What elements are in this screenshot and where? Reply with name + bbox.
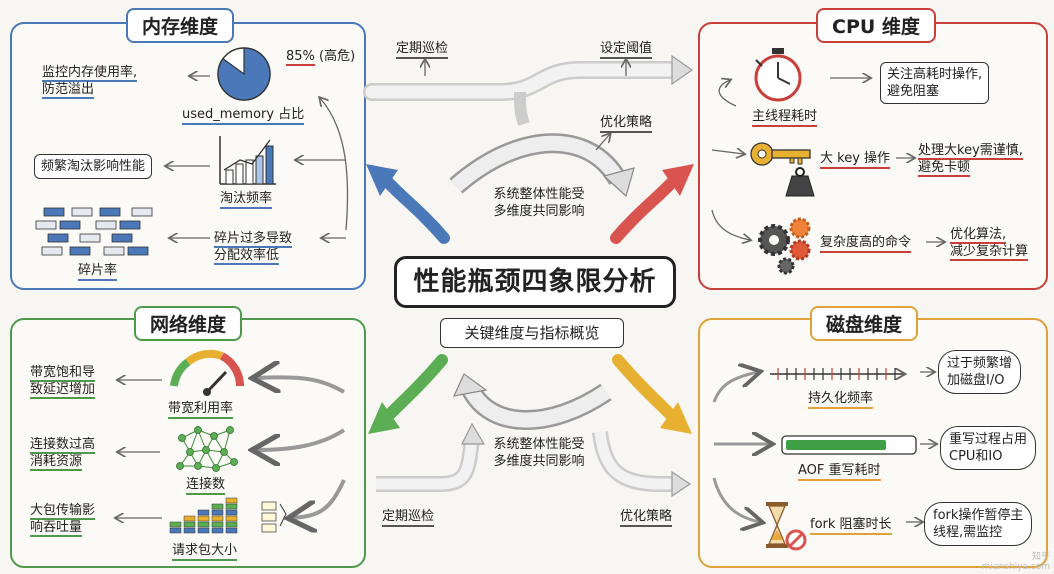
- top-left-flow-label: 定期巡检: [396, 40, 449, 59]
- bandwidth-gauge-icon: [170, 349, 244, 396]
- network-graph-icon: [176, 426, 238, 472]
- stopwatch-icon: [754, 48, 802, 102]
- memory-pie-value: 85% (高危): [286, 49, 356, 66]
- cpu-timer-desc: 关注高耗时操作, 避免阻塞: [880, 62, 990, 104]
- cpu-diagonal-arrow: [610, 164, 694, 244]
- flow-top-arc: [449, 133, 635, 198]
- cpu-timer-label: 主线程耗时: [752, 108, 818, 127]
- page-subtitle: 关键维度与指标概览: [440, 318, 624, 348]
- gears-icon: [758, 217, 811, 275]
- memory-title: 内存维度: [126, 8, 235, 43]
- disk-persist-desc: 过于频繁增 加磁盘I/O: [938, 350, 1022, 394]
- network-pkt-label: 请求包大小: [172, 542, 238, 561]
- memory-diagonal-arrow: [366, 164, 450, 244]
- key-icon: [750, 142, 811, 166]
- top-right-flow-label: 设定阈值: [600, 40, 653, 59]
- hourglass-icon: [766, 502, 807, 551]
- center-bottom-note: 系统整体性能受 多维度共同影响: [493, 437, 585, 469]
- network-conn-label: 连接数: [186, 476, 226, 495]
- flow-bottom-arrow: [376, 422, 692, 498]
- memory-frag-label: 碎片率: [78, 262, 118, 281]
- flow-bottom-arc: [452, 373, 612, 430]
- cpu-key-desc: 处理大key需谨慎, 避免卡顿: [918, 143, 1023, 177]
- pie-chart-icon: [217, 47, 271, 101]
- eviction-bar-chart-icon: [219, 136, 276, 185]
- memory-pie-desc: 监控内存使用率, 防范溢出: [42, 65, 138, 99]
- memory-pie-label: used_memory 占比: [182, 106, 305, 125]
- memory-evict-desc: 频繁淘汰影响性能: [34, 154, 153, 179]
- bottom-right-flow-label: 优化策略: [620, 508, 673, 527]
- memory-frag-desc: 碎片过多导致 分配效率低: [214, 231, 293, 265]
- cpu-key-label: 大 key 操作: [820, 150, 891, 169]
- disk-fork-desc: fork操作暂停主 线程,需监控: [924, 502, 1033, 546]
- disk-persist-label: 持久化频率: [808, 390, 874, 409]
- weight-icon: [785, 167, 815, 197]
- bottom-left-flow-label: 定期巡检: [382, 508, 435, 527]
- disk-diagonal-arrow: [612, 354, 692, 434]
- cpu-title: CPU 维度: [816, 8, 936, 43]
- packet-bars-icon: [169, 497, 287, 534]
- top-mid-flow-label: 优化策略: [600, 114, 653, 133]
- network-gauge-label: 带宽利用率: [168, 400, 234, 419]
- flow-top-arrow: [363, 54, 694, 126]
- disk-title: 磁盘维度: [810, 306, 919, 341]
- network-gauge-desc: 带宽饱和导 致延迟增加: [30, 365, 96, 399]
- memory-evict-label: 淘汰频率: [220, 190, 273, 209]
- cpu-cmd-desc: 优化算法, 减少复杂计算: [950, 227, 1029, 261]
- center-top-note: 系统整体性能受 多维度共同影响: [493, 187, 585, 219]
- disk-fork-label: fork 阻塞时长: [810, 516, 892, 535]
- cpu-cmd-label: 复杂度高的命令: [820, 234, 912, 253]
- page-title: 性能瓶颈四象限分析: [394, 256, 676, 308]
- disk-aof-desc: 重写过程占用 CPU和IO: [940, 426, 1037, 470]
- network-conn-desc: 连接数过高 消耗资源: [30, 437, 96, 471]
- fragmentation-blocks-icon: [35, 207, 153, 256]
- persistence-timeline-icon: [770, 368, 904, 380]
- watermark: 知乎 mianshiya.com: [981, 552, 1050, 572]
- disk-aof-label: AOF 重写耗时: [798, 462, 881, 481]
- network-pkt-desc: 大包传输影 响吞吐量: [30, 503, 96, 537]
- network-title: 网络维度: [134, 306, 243, 341]
- progress-bar-icon: [781, 435, 917, 455]
- network-diagonal-arrow: [368, 354, 448, 434]
